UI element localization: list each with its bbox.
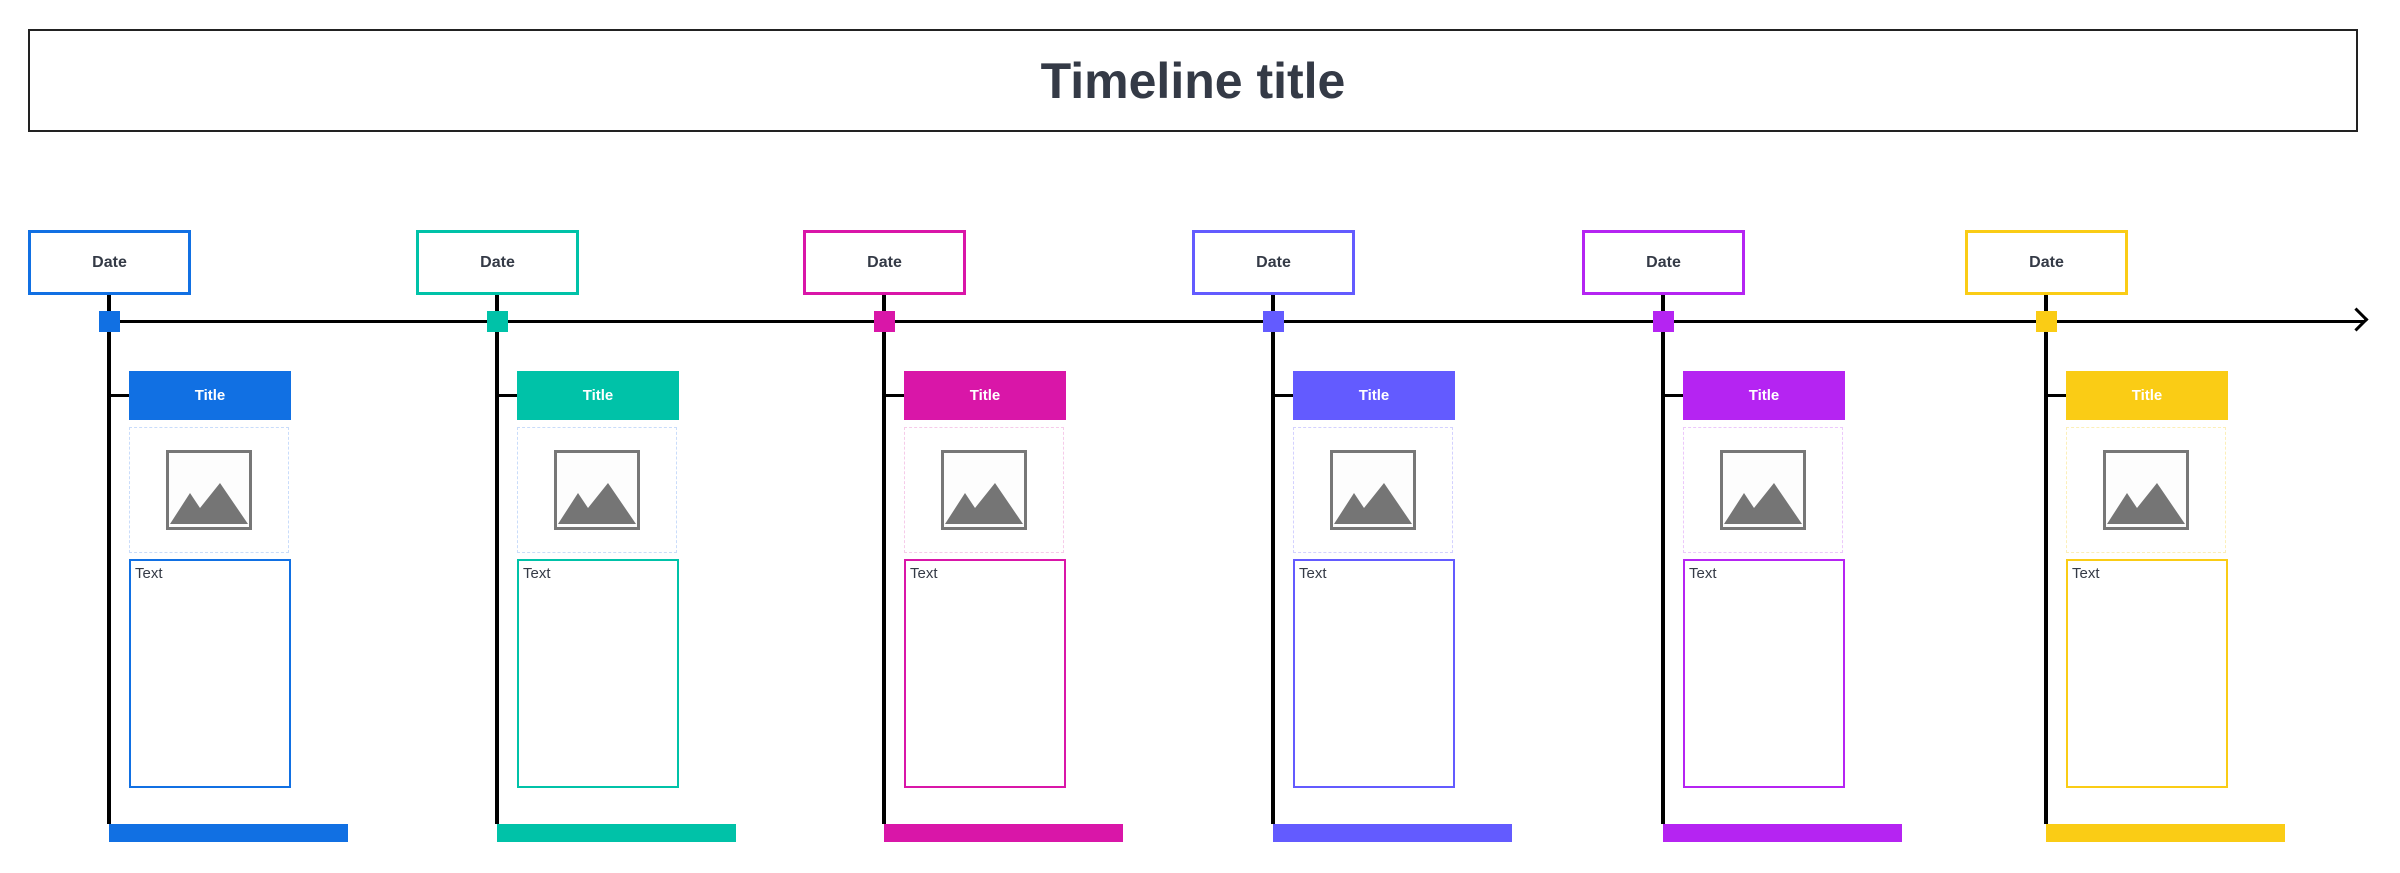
event-bottom-bar	[109, 824, 348, 842]
event-title: Title	[1358, 387, 1390, 404]
event-date: Date	[2029, 253, 2064, 271]
connector-line	[1273, 394, 1293, 397]
connector-line	[109, 394, 129, 397]
image-placeholder[interactable]	[1683, 427, 1843, 553]
event-marker	[1653, 311, 1674, 332]
event-title: Title	[582, 387, 614, 404]
image-placeholder[interactable]	[2066, 427, 2226, 553]
timeline-event: Date Title Text	[416, 0, 797, 873]
image-icon	[554, 450, 640, 530]
event-text-box[interactable]: Text	[129, 559, 291, 788]
event-title: Title	[969, 387, 1001, 404]
event-bottom-bar	[884, 824, 1123, 842]
image-placeholder[interactable]	[1293, 427, 1453, 553]
event-stem-line	[882, 292, 886, 824]
event-date-box[interactable]: Date	[803, 230, 966, 295]
event-date-box[interactable]: Date	[1965, 230, 2128, 295]
image-icon	[1330, 450, 1416, 530]
event-date: Date	[867, 253, 902, 271]
image-icon	[2103, 450, 2189, 530]
event-text-box[interactable]: Text	[2066, 559, 2228, 788]
event-date-box[interactable]: Date	[416, 230, 579, 295]
event-bottom-bar	[1273, 824, 1512, 842]
event-date: Date	[92, 253, 127, 271]
event-text: Text	[1299, 565, 1327, 582]
event-text: Text	[910, 565, 938, 582]
event-marker	[1263, 311, 1284, 332]
event-title-bar[interactable]: Title	[904, 371, 1066, 420]
event-date: Date	[480, 253, 515, 271]
event-text: Text	[135, 565, 163, 582]
event-title-bar[interactable]: Title	[517, 371, 679, 420]
event-text: Text	[1689, 565, 1717, 582]
event-title-bar[interactable]: Title	[129, 371, 291, 420]
event-marker	[2036, 311, 2057, 332]
event-text-box[interactable]: Text	[904, 559, 1066, 788]
event-date: Date	[1256, 253, 1291, 271]
event-marker	[487, 311, 508, 332]
event-text: Text	[523, 565, 551, 582]
event-stem-line	[1661, 292, 1665, 824]
event-bottom-bar	[1663, 824, 1902, 842]
connector-line	[2046, 394, 2066, 397]
event-text-box[interactable]: Text	[517, 559, 679, 788]
event-marker	[874, 311, 895, 332]
timeline-event: Date Title Text	[1582, 0, 1963, 873]
connector-line	[497, 394, 517, 397]
image-icon	[941, 450, 1027, 530]
event-title-bar[interactable]: Title	[1683, 371, 1845, 420]
timeline-axis	[109, 320, 2364, 323]
timeline-event: Date Title Text	[1965, 0, 2346, 873]
event-title-bar[interactable]: Title	[2066, 371, 2228, 420]
event-bottom-bar	[2046, 824, 2285, 842]
event-text: Text	[2072, 565, 2100, 582]
timeline-title: Timeline title	[1040, 52, 1346, 109]
event-title: Title	[2131, 387, 2163, 404]
image-icon	[166, 450, 252, 530]
event-text-box[interactable]: Text	[1293, 559, 1455, 788]
connector-line	[884, 394, 904, 397]
event-stem-line	[2044, 292, 2048, 824]
event-stem-line	[495, 292, 499, 824]
event-date-box[interactable]: Date	[1192, 230, 1355, 295]
event-title: Title	[1748, 387, 1780, 404]
image-placeholder[interactable]	[517, 427, 677, 553]
timeline-event: Date Title Text	[803, 0, 1184, 873]
event-text-box[interactable]: Text	[1683, 559, 1845, 788]
event-date: Date	[1646, 253, 1681, 271]
connector-line	[1663, 394, 1683, 397]
event-stem-line	[1271, 292, 1275, 824]
image-icon	[1720, 450, 1806, 530]
event-marker	[99, 311, 120, 332]
event-title-bar[interactable]: Title	[1293, 371, 1455, 420]
event-date-box[interactable]: Date	[28, 230, 191, 295]
event-title: Title	[194, 387, 226, 404]
event-date-box[interactable]: Date	[1582, 230, 1745, 295]
timeline-event: Date Title Text	[1192, 0, 1573, 873]
timeline-title-box[interactable]: Timeline title	[28, 29, 2358, 132]
image-placeholder[interactable]	[129, 427, 289, 553]
event-stem-line	[107, 292, 111, 824]
image-placeholder[interactable]	[904, 427, 1064, 553]
timeline-event: Date Title Text	[28, 0, 409, 873]
arrow-right-icon	[2344, 307, 2369, 332]
event-bottom-bar	[497, 824, 736, 842]
